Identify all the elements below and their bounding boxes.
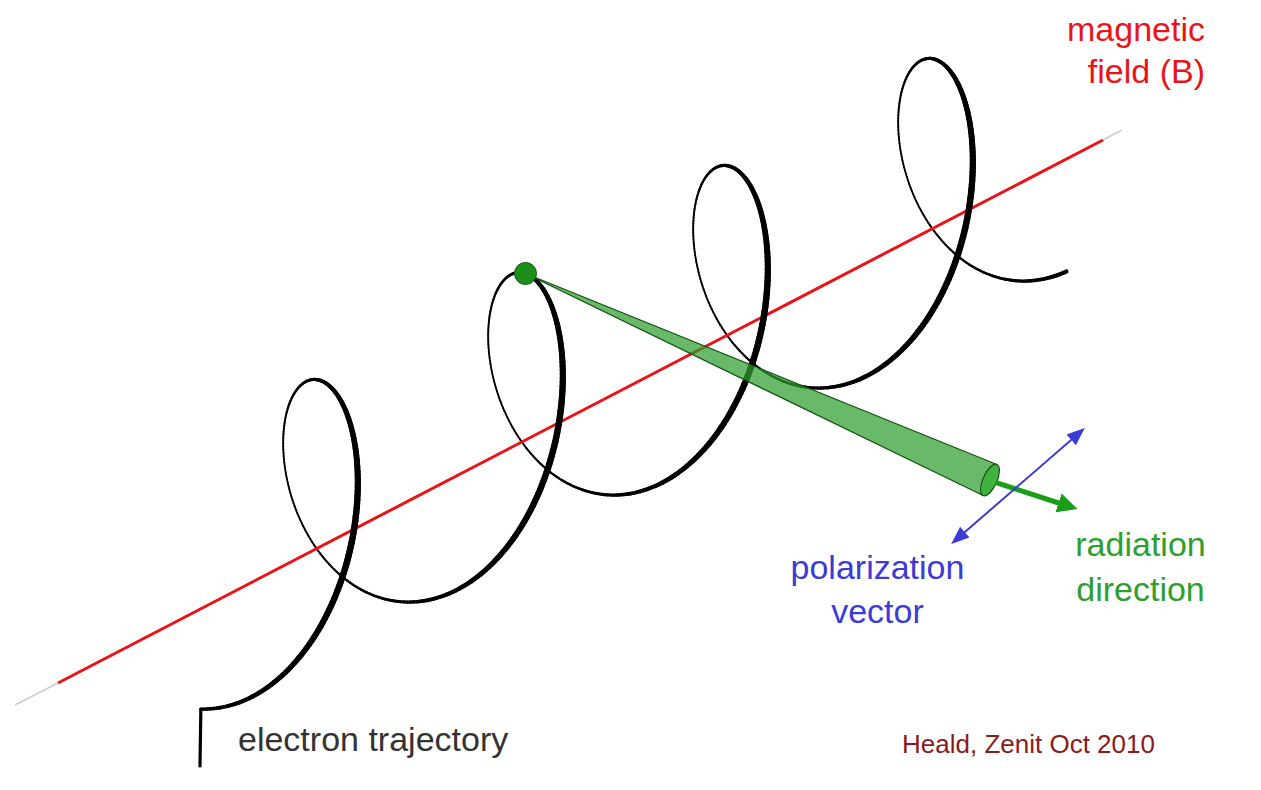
electron-path xyxy=(1063,271,1066,272)
helix-back xyxy=(200,58,1037,766)
electron-path xyxy=(936,58,937,62)
electron-dot xyxy=(515,263,537,285)
radiation-arrow xyxy=(995,482,1068,506)
radiation-cone xyxy=(515,263,1079,539)
helix-front xyxy=(217,60,1066,708)
trajectory-label: electron trajectory xyxy=(238,718,598,760)
electron-path xyxy=(732,165,733,169)
electron-path xyxy=(321,379,322,383)
polarization-label: polarization vector xyxy=(770,545,985,633)
radiation-label: radiation direction xyxy=(1058,522,1223,612)
cone-base xyxy=(977,462,1004,499)
field-line xyxy=(58,140,1103,683)
electron-path xyxy=(198,709,202,766)
credit-label: Heald, Zenit Oct 2010 xyxy=(902,728,1242,760)
radiation-cone xyxy=(526,274,997,496)
polarization-arrow xyxy=(958,434,1078,538)
axis-extension xyxy=(1103,130,1122,140)
axis-extension xyxy=(15,683,58,705)
field-label: magnetic field (B) xyxy=(1040,8,1205,92)
